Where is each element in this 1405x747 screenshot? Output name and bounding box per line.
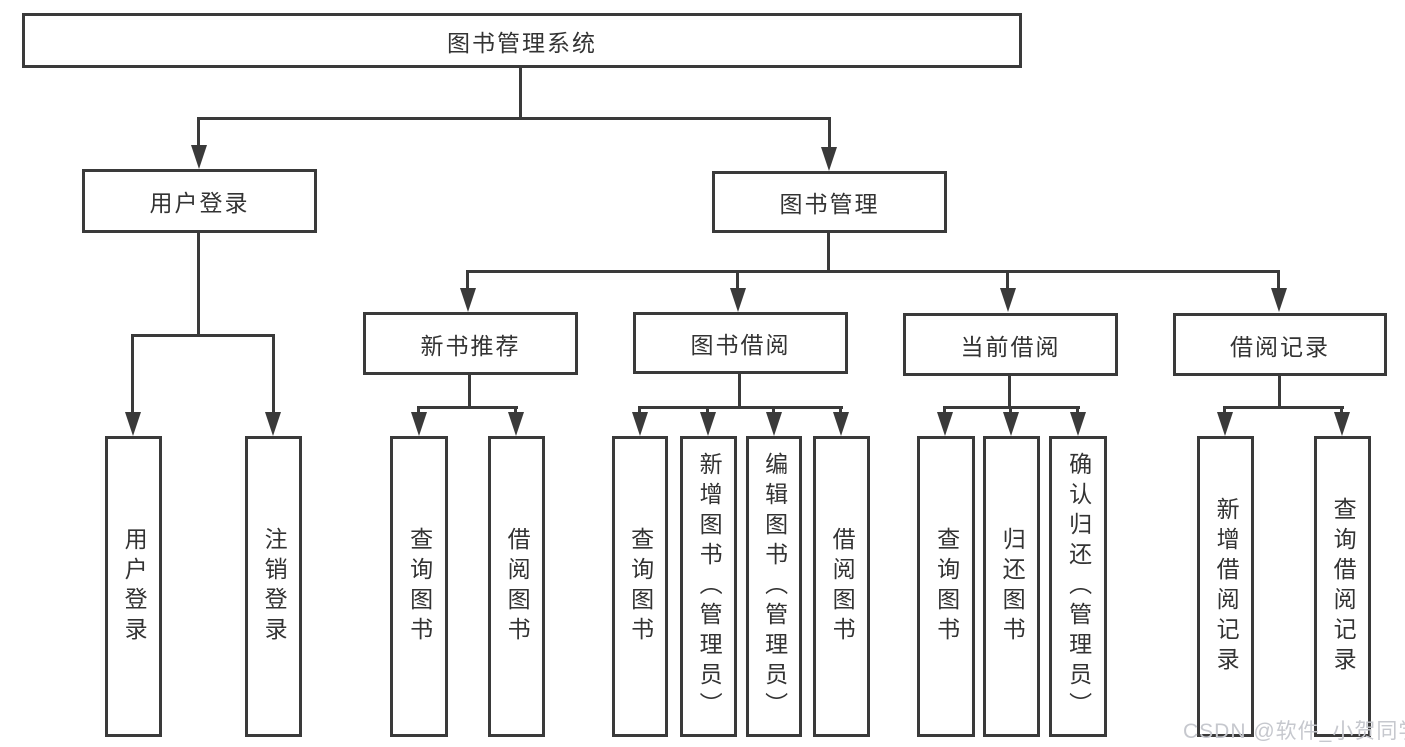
- connector-hline: [197, 117, 831, 120]
- node-label: 当前借阅: [960, 333, 1061, 360]
- connector-hline: [466, 270, 1280, 273]
- connector-hline: [131, 334, 275, 337]
- leaf-label: 确认归还（管理员）: [1065, 451, 1092, 722]
- leaf-add-borrow-record: 新增借阅记录: [1197, 436, 1254, 737]
- connector-vline: [839, 406, 842, 414]
- node-book-borrow: 图书借阅: [633, 312, 848, 374]
- leaf-query-books-recommend: 查询图书: [390, 436, 448, 737]
- leaf-query-borrow-record: 查询借阅记录: [1314, 436, 1371, 737]
- connector-hline: [638, 406, 843, 409]
- leaf-return-book: 归还图书: [983, 436, 1040, 737]
- connector-vline: [738, 374, 741, 409]
- node-book-management: 图书管理: [712, 171, 947, 233]
- leaf-label: 用户登录: [121, 526, 148, 647]
- arrow-down-icon: [460, 288, 476, 312]
- leaf-label: 借阅图书: [829, 526, 856, 647]
- leaf-label: 查询图书: [627, 526, 654, 647]
- connector-vline: [827, 233, 830, 273]
- arrow-down-icon: [1070, 412, 1086, 436]
- connector-vline: [943, 406, 946, 414]
- connector-vline: [1278, 376, 1281, 409]
- node-borrow-records: 借阅记录: [1173, 313, 1387, 376]
- arrow-down-icon: [730, 288, 746, 312]
- connector-vline: [514, 406, 517, 414]
- connector-vline: [131, 334, 134, 414]
- leaf-add-book-admin: 新增图书（管理员）: [680, 436, 737, 737]
- arrow-down-icon: [833, 412, 849, 436]
- arrow-down-icon: [1271, 288, 1287, 312]
- connector-vline: [519, 68, 522, 119]
- node-label: 图书管理系统: [447, 29, 597, 56]
- leaf-borrow-books: 借阅图书: [813, 436, 870, 737]
- arrow-down-icon: [937, 412, 953, 436]
- arrow-down-icon: [766, 412, 782, 436]
- leaf-query-books-current: 查询图书: [917, 436, 975, 737]
- node-library-management-system: 图书管理系统: [22, 13, 1022, 68]
- node-new-book-recommend: 新书推荐: [363, 312, 578, 375]
- arrow-down-icon: [700, 412, 716, 436]
- connector-vline: [197, 233, 200, 337]
- connector-vline: [828, 117, 831, 149]
- connector-vline: [417, 406, 420, 414]
- connector-vline: [736, 270, 739, 290]
- connector-vline: [272, 334, 275, 414]
- node-label: 借阅记录: [1230, 333, 1330, 360]
- arrow-down-icon: [508, 412, 524, 436]
- leaf-confirm-return-admin: 确认归还（管理员）: [1049, 436, 1107, 737]
- leaf-label: 借阅图书: [504, 526, 531, 647]
- leaf-borrow-books-recommend: 借阅图书: [488, 436, 545, 737]
- connector-vline: [1340, 406, 1343, 414]
- leaf-label: 查询图书: [933, 526, 960, 647]
- arrow-down-icon: [411, 412, 427, 436]
- leaf-label: 查询借阅记录: [1330, 496, 1357, 677]
- connector-vline: [638, 406, 641, 414]
- connector-hline: [417, 406, 518, 409]
- connector-vline: [1277, 270, 1280, 290]
- connector-vline: [1008, 376, 1011, 409]
- node-label: 图书管理: [779, 191, 880, 217]
- node-current-borrow: 当前借阅: [903, 313, 1118, 376]
- connector-vline: [706, 406, 709, 414]
- connector-vline: [772, 406, 775, 414]
- node-label: 图书借阅: [690, 332, 791, 358]
- csdn-watermark: CSDN @软件_小贺同学: [1183, 720, 1405, 743]
- arrow-down-icon: [1217, 412, 1233, 436]
- connector-vline: [1223, 406, 1226, 414]
- leaf-label: 归还图书: [999, 526, 1026, 647]
- leaf-label: 注销登录: [261, 526, 288, 647]
- arrow-down-icon: [1000, 288, 1016, 312]
- leaf-label: 新增图书（管理员）: [696, 451, 723, 722]
- connector-vline: [1009, 406, 1012, 414]
- connector-vline: [1076, 406, 1079, 414]
- arrow-down-icon: [1334, 412, 1350, 436]
- leaf-user-login: 用户登录: [105, 436, 162, 737]
- arrow-down-icon: [125, 412, 141, 436]
- connector-vline: [466, 270, 469, 290]
- node-label: 用户登录: [149, 190, 250, 216]
- leaf-label: 新增借阅记录: [1213, 496, 1240, 677]
- leaf-label: 查询图书: [406, 526, 433, 647]
- node-label: 新书推荐: [420, 332, 521, 359]
- leaf-edit-book-admin: 编辑图书（管理员）: [746, 436, 802, 737]
- arrow-down-icon: [1003, 412, 1019, 436]
- connector-vline: [197, 117, 200, 147]
- arrow-down-icon: [191, 145, 207, 169]
- leaf-logout: 注销登录: [245, 436, 302, 737]
- leaf-query-books-borrow: 查询图书: [612, 436, 668, 737]
- arrow-down-icon: [265, 412, 281, 436]
- leaf-label: 编辑图书（管理员）: [761, 451, 788, 722]
- node-user-login: 用户登录: [82, 169, 317, 233]
- arrow-down-icon: [821, 147, 837, 171]
- arrow-down-icon: [632, 412, 648, 436]
- connector-vline: [468, 375, 471, 409]
- connector-vline: [1006, 270, 1009, 290]
- connector-hline: [1223, 406, 1344, 409]
